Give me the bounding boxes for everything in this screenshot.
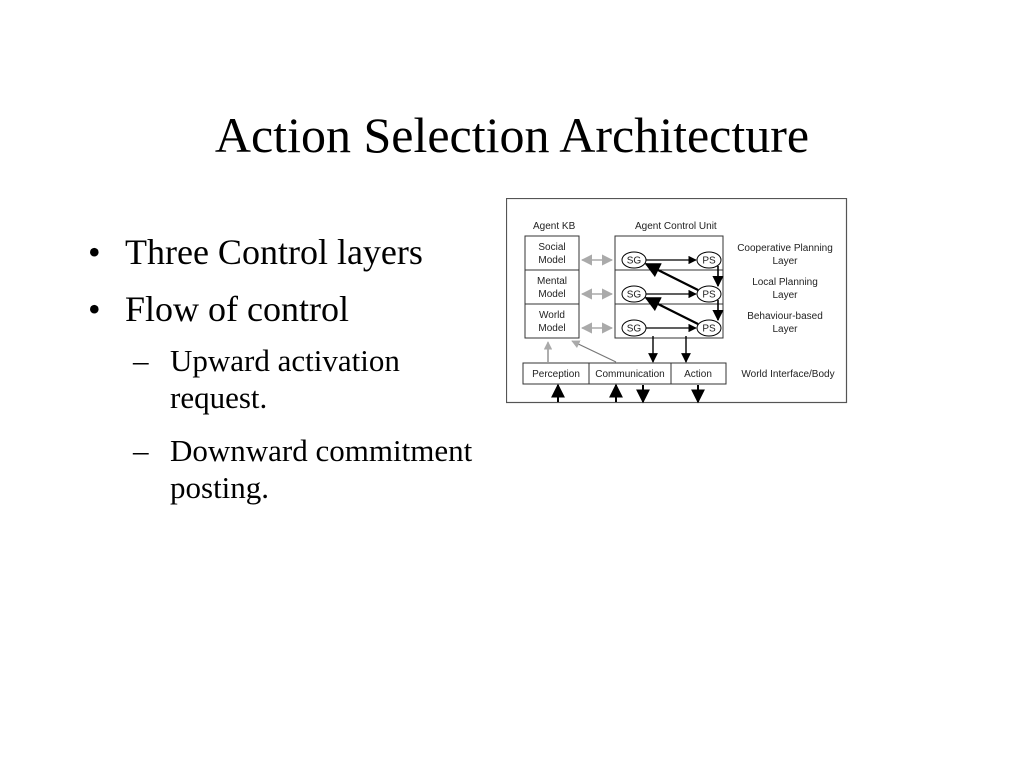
sub-bullet-text: Upward activation request. (170, 343, 400, 415)
sg-label: SG (627, 324, 642, 335)
ps-node (696, 319, 722, 337)
slide-title: Action Selection Architecture (214, 107, 810, 163)
world-interface-row: Perception Communication Action World In… (522, 362, 835, 385)
bullet-item: • Three Control layers (88, 233, 478, 272)
sub-bullet-marker: – (133, 343, 149, 378)
interface-label: Perception (532, 369, 580, 380)
world-interface-label: World Interface/Body (741, 369, 834, 380)
acu-column: SG PS SG PS SG PS (614, 235, 724, 363)
social-model-box (524, 235, 580, 271)
action-box (670, 362, 727, 385)
kb-box-label: Model (538, 289, 565, 300)
layer-label: Layer (772, 290, 798, 301)
ps-node (696, 251, 722, 269)
kb-box-label: Model (538, 255, 565, 266)
kb-column: Social Model Mental Model World Model (524, 235, 580, 339)
bullet-text: Three Control layers (125, 232, 423, 272)
bullet-text: Flow of control (125, 289, 349, 329)
sub-bullet-text: Downward commitment posting. (170, 433, 473, 505)
bullet-marker: • (88, 232, 101, 272)
sub-bullet-item: – Downward commitment posting. (133, 432, 478, 506)
bullet-item: • Flow of control – Upward activation re… (88, 290, 478, 506)
communication-arrow (571, 340, 617, 363)
kb-box-label: Social (538, 242, 565, 253)
ps-label: PS (702, 290, 716, 301)
sg-label: SG (627, 256, 642, 267)
kb-box-label: Model (538, 323, 565, 334)
layer-label: Behaviour-based (747, 311, 823, 322)
world-model-box (524, 303, 580, 339)
ps-label: PS (702, 256, 716, 267)
upward-activation-arrow (644, 297, 699, 325)
interface-label: Action (684, 369, 712, 380)
layer-label: Layer (772, 324, 798, 335)
ps-label: PS (702, 324, 716, 335)
layer-label: Layer (772, 256, 798, 267)
upward-activation-arrow (644, 263, 699, 291)
sub-bullet-item: – Upward activation request. (133, 342, 478, 416)
bullet-list: • Three Control layers • Flow of control… (88, 233, 478, 524)
architecture-diagram: Agent KB Agent Control Unit Social Model… (506, 198, 848, 404)
acu-header: Agent Control Unit (635, 221, 717, 232)
sub-bullet-marker: – (133, 433, 149, 468)
kb-box-label: World (539, 310, 565, 321)
sg-label: SG (627, 290, 642, 301)
kb-box-label: Mental (537, 276, 567, 287)
ps-node (696, 285, 722, 303)
layer-labels: Cooperative Planning Layer Local Plannin… (737, 243, 833, 335)
sub-bullet-list: – Upward activation request. – Downward … (133, 342, 478, 506)
bullet-marker: • (88, 289, 101, 329)
interface-label: Communication (595, 369, 664, 380)
kb-header: Agent KB (533, 221, 576, 232)
layer-label: Local Planning (752, 277, 818, 288)
layer-label: Cooperative Planning (737, 243, 833, 254)
